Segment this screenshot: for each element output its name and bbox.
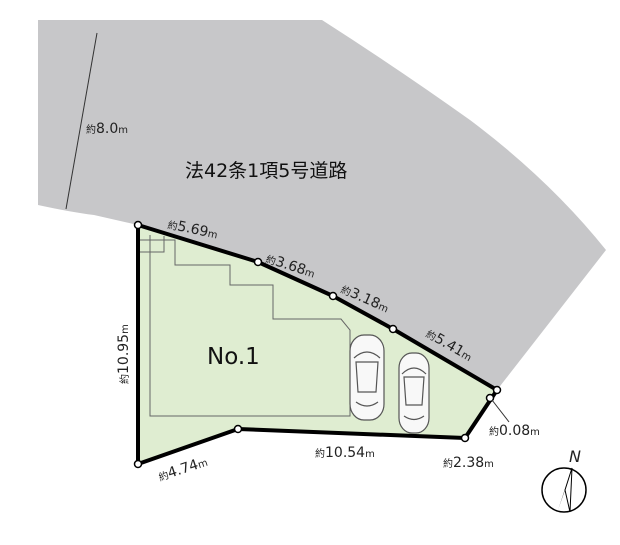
boundary-markers bbox=[133, 220, 502, 469]
dim-bottom-1: 約4.74m bbox=[156, 454, 209, 485]
dim-left: 約10.95m bbox=[116, 324, 132, 384]
car-icon bbox=[398, 352, 430, 434]
car-icon bbox=[349, 334, 385, 421]
compass-north-label: N bbox=[569, 447, 581, 466]
road-width-dimension bbox=[65, 32, 98, 210]
road-area bbox=[38, 20, 606, 390]
road-name: 法42条1項5号道路 bbox=[185, 160, 347, 182]
dim-top-1: 約5.69m bbox=[166, 216, 219, 242]
building-outline bbox=[140, 235, 351, 417]
compass-icon: N bbox=[541, 447, 587, 513]
dim-bottom-3: 約2.38m bbox=[443, 455, 494, 471]
road-width-label: 約8.0m bbox=[86, 121, 128, 137]
dim-bottom-2: 約10.54m bbox=[315, 445, 375, 461]
corner-leader bbox=[491, 399, 510, 423]
dim-corner: 約0.08m bbox=[489, 423, 540, 439]
lot-name: No.1 bbox=[207, 344, 260, 370]
